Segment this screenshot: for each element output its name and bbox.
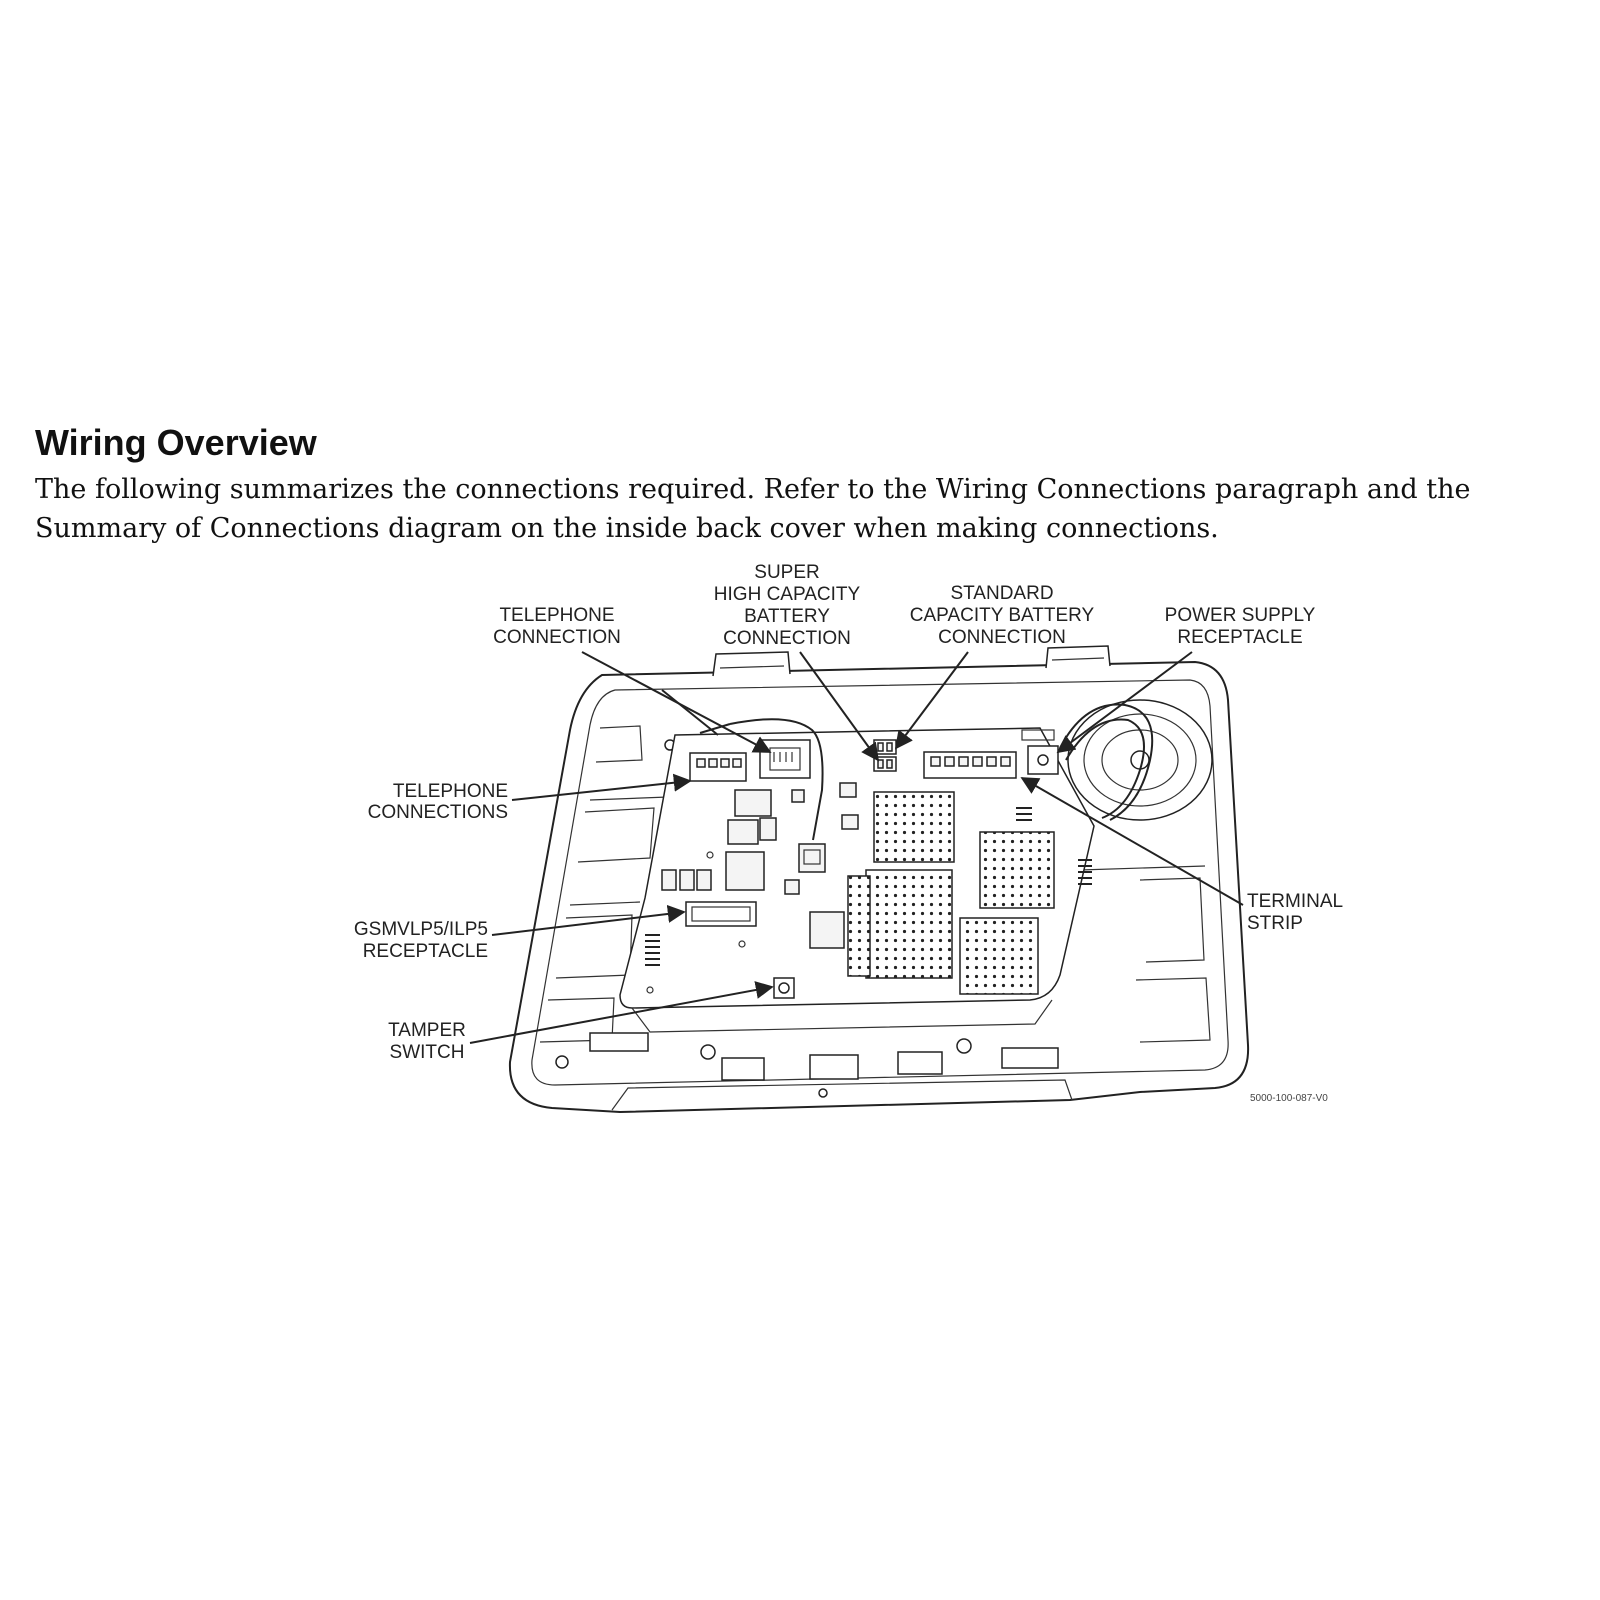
callout-text: TELEPHONE — [499, 605, 614, 626]
callout-text: RECEPTACLE — [363, 941, 488, 962]
callout-text: SUPER — [754, 562, 819, 583]
callout-standard-capacity-battery: STANDARD CAPACITY BATTERY CONNECTION — [894, 583, 1095, 750]
callout-text: HIGH CAPACITY — [714, 584, 861, 605]
callout-text: TERMINAL — [1247, 891, 1343, 912]
callout-text: CONNECTION — [938, 627, 1066, 648]
figure-code: 5000-100-087-V0 — [1250, 1093, 1328, 1104]
callout-tamper-switch: TAMPER SWITCH — [388, 981, 774, 1063]
intro-paragraph: The following summarizes the connections… — [35, 470, 1575, 548]
circuit-board — [619, 718, 1095, 1033]
callout-text: RECEPTACLE — [1177, 627, 1302, 648]
callout-text: STANDARD — [950, 583, 1053, 604]
callout-terminal-strip: TERMINAL STRIP — [1020, 777, 1343, 934]
callout-power-supply-receptacle: POWER SUPPLY RECEPTACLE — [1056, 605, 1316, 754]
callout-telephone-connections: TELEPHONE CONNECTIONS — [368, 773, 692, 823]
pin-header — [645, 934, 660, 966]
callout-text: GSMVLP5/ILP5 — [354, 919, 488, 940]
callout-gsm-receptacle: GSMVLP5/ILP5 RECEPTACLE — [354, 904, 686, 962]
callout-text: BATTERY — [744, 606, 830, 627]
callout-text: CONNECTION — [493, 627, 621, 648]
callout-text: SWITCH — [390, 1042, 465, 1063]
intro-line-1: The following summarizes the connections… — [35, 474, 1471, 505]
intro-line-2: Summary of Connections diagram on the in… — [35, 513, 1219, 544]
callout-text: TELEPHONE — [393, 781, 508, 802]
callout-text: POWER SUPPLY — [1165, 605, 1316, 626]
callout-text: STRIP — [1247, 913, 1303, 934]
housing — [508, 645, 1250, 1114]
pin-header-right — [1016, 807, 1092, 885]
page-heading: Wiring Overview — [35, 422, 317, 463]
sounder — [1059, 699, 1213, 821]
callout-telephone-connection: TELEPHONE CONNECTION — [493, 605, 772, 753]
callout-text: CONNECTION — [723, 628, 851, 649]
callout-super-high-capacity-battery: SUPER HIGH CAPACITY BATTERY CONNECTION — [714, 562, 880, 762]
callout-text: CONNECTIONS — [368, 802, 508, 823]
callout-text: TAMPER — [388, 1020, 466, 1041]
callout-text: CAPACITY BATTERY — [910, 605, 1095, 626]
